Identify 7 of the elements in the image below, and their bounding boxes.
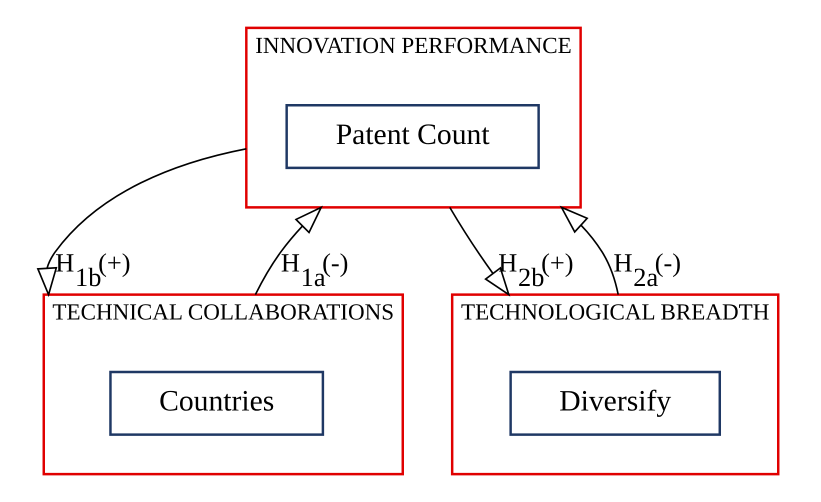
arrow bbox=[559, 206, 618, 295]
node-box: Diversify bbox=[508, 370, 720, 436]
arrow bbox=[448, 206, 510, 297]
arrow bbox=[36, 148, 246, 298]
node-box: Countries bbox=[108, 370, 324, 436]
arrow bbox=[254, 206, 322, 296]
node-box: Patent Count bbox=[284, 104, 540, 170]
